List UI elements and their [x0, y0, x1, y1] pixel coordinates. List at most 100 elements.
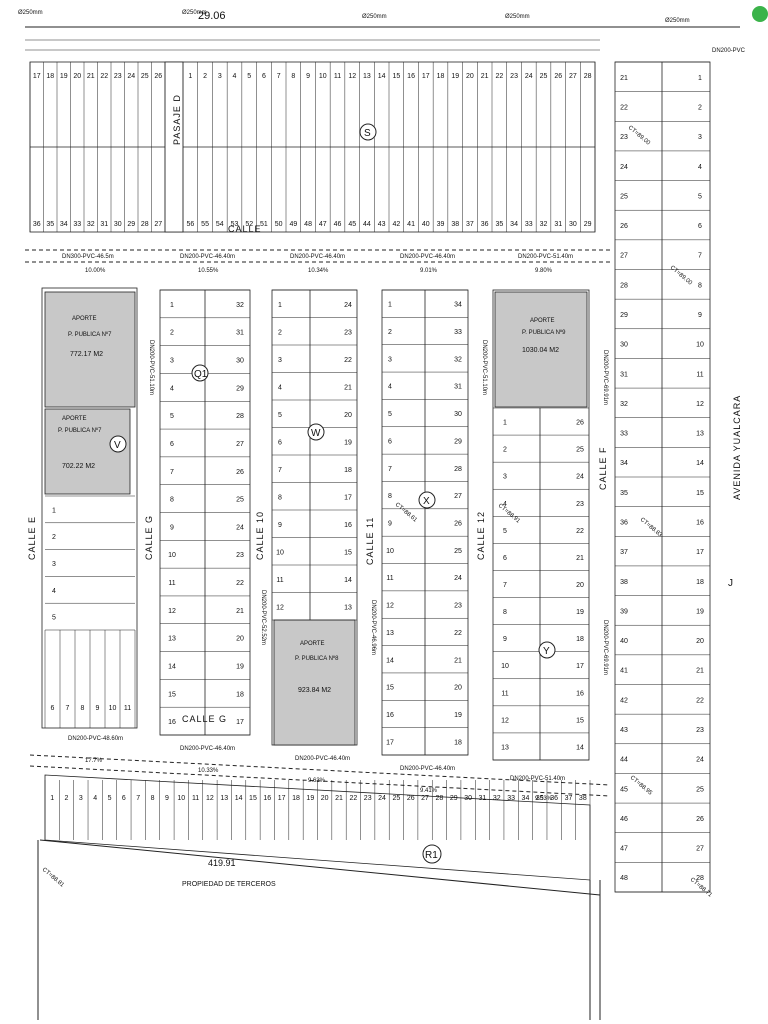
- lot-number: 29: [584, 221, 592, 228]
- pipe-label: DN200-PVC-51.40m: [510, 776, 565, 782]
- lot-number: 23: [696, 727, 704, 734]
- lot-number: 20: [696, 638, 704, 645]
- lot-number: 34: [60, 221, 68, 228]
- lot-number: 41: [407, 221, 415, 228]
- lot-number: 11: [124, 705, 131, 712]
- lot-number: 12: [696, 401, 704, 408]
- aporte-sub: P. PUBLICA Nº7: [58, 427, 102, 434]
- lot-number: 51: [260, 221, 268, 228]
- lot-number: 33: [454, 329, 462, 336]
- pipe-label: DN200-PVC-51.10m: [481, 340, 487, 395]
- lot-number: 9: [278, 522, 282, 529]
- lot-number: 5: [698, 193, 702, 200]
- lot-number: 19: [451, 73, 459, 80]
- lot-number: 22: [576, 528, 584, 535]
- property-boundary: [37, 839, 601, 1020]
- lot-number: 19: [454, 712, 462, 719]
- lot-number: 22: [454, 630, 462, 637]
- lot-number: 42: [620, 697, 628, 704]
- lot-number: 38: [579, 795, 587, 802]
- block-y: [492, 289, 590, 761]
- lot-number: 25: [540, 73, 548, 80]
- pipe-label: Ø250mm: [18, 10, 43, 16]
- lot-number: 16: [168, 719, 176, 726]
- lot-number: 18: [46, 73, 54, 80]
- lot-number: 21: [87, 73, 95, 80]
- lot-number: 41: [620, 668, 628, 675]
- lot-number: 30: [464, 795, 472, 802]
- lot-number: 25: [454, 548, 462, 555]
- pipe-label: DN300-PVC-46.5m: [62, 254, 114, 260]
- lot-number: 16: [576, 690, 584, 697]
- lot-number: 25: [141, 73, 149, 80]
- lot-number: 35: [536, 795, 544, 802]
- slope-label: 10.34%: [308, 268, 329, 274]
- lot-number: 31: [100, 221, 108, 228]
- lot-number: 33: [525, 221, 533, 228]
- lot-number: 20: [454, 685, 462, 692]
- lot-number: 24: [525, 73, 533, 80]
- lot-number: 26: [454, 521, 462, 528]
- lot-number: 28: [436, 795, 444, 802]
- bottom-pipe: [29, 754, 611, 797]
- lot-number: 44: [363, 221, 371, 228]
- pipe-label: DN200-PVC-51.40m: [518, 254, 573, 260]
- lot-number: 25: [236, 497, 244, 504]
- lot-number: 10: [177, 795, 185, 802]
- lot-number: 8: [278, 494, 282, 501]
- lot-number: 8: [388, 493, 392, 500]
- aporte-area: 702.22 M2: [62, 463, 95, 470]
- pipe-label: Ø250mm: [665, 18, 690, 24]
- lot-number: 23: [510, 73, 518, 80]
- lot-number: 7: [136, 795, 140, 802]
- lot-number: 4: [93, 795, 97, 802]
- lot-number: 20: [576, 582, 584, 589]
- lot-number: 17: [33, 73, 41, 80]
- lot-number: 37: [466, 221, 474, 228]
- aporte-area: 772.17 M2: [70, 351, 103, 358]
- aporte-area: 1030.04 M2: [522, 347, 559, 354]
- block-s: [29, 61, 596, 233]
- lot-number: 32: [493, 795, 501, 802]
- top-pipe: [25, 26, 740, 51]
- block-label-r1: R1: [425, 850, 438, 861]
- lot-number: 29: [450, 795, 458, 802]
- lot-number: 8: [151, 795, 155, 802]
- lot-number: 38: [620, 579, 628, 586]
- lot-number: 16: [344, 522, 352, 529]
- lot-number: 15: [168, 691, 176, 698]
- lot-number: 15: [344, 549, 352, 556]
- block-label-w: W: [311, 428, 321, 439]
- lot-number: 43: [620, 727, 628, 734]
- lot-number: 3: [170, 358, 174, 365]
- lot-number: 13: [168, 636, 176, 643]
- lot-number: 24: [576, 474, 584, 481]
- lot-number: 28: [141, 221, 149, 228]
- lot-number: 6: [122, 795, 126, 802]
- lot-number: 7: [277, 73, 281, 80]
- lot-number: 49: [289, 221, 297, 228]
- pipe-label: DN200-PVC-46.96m: [370, 600, 376, 655]
- lot-number: 23: [620, 134, 628, 141]
- lot-number: 14: [378, 73, 386, 80]
- lot-number: 21: [576, 555, 584, 562]
- lot-number: 20: [466, 73, 474, 80]
- lot-number: 21: [620, 75, 628, 82]
- lot-number: 2: [698, 104, 702, 111]
- lot-number: 31: [236, 330, 244, 337]
- pipe-label: Ø250mm: [362, 14, 387, 20]
- lot-number: 24: [620, 164, 628, 171]
- lot-number: 5: [278, 412, 282, 419]
- lot-number: 9: [96, 705, 100, 712]
- lot-number: 16: [407, 73, 415, 80]
- lot-number: 34: [522, 795, 530, 802]
- pipe-label: DN200-PVC-46.40m: [400, 254, 455, 260]
- lot-number: 24: [454, 575, 462, 582]
- lot-number: 11: [501, 690, 508, 697]
- lot-number: 10: [696, 342, 704, 349]
- lot-number: 23: [364, 795, 372, 802]
- lot-number: 3: [698, 134, 702, 141]
- lot-number: 1: [503, 420, 507, 427]
